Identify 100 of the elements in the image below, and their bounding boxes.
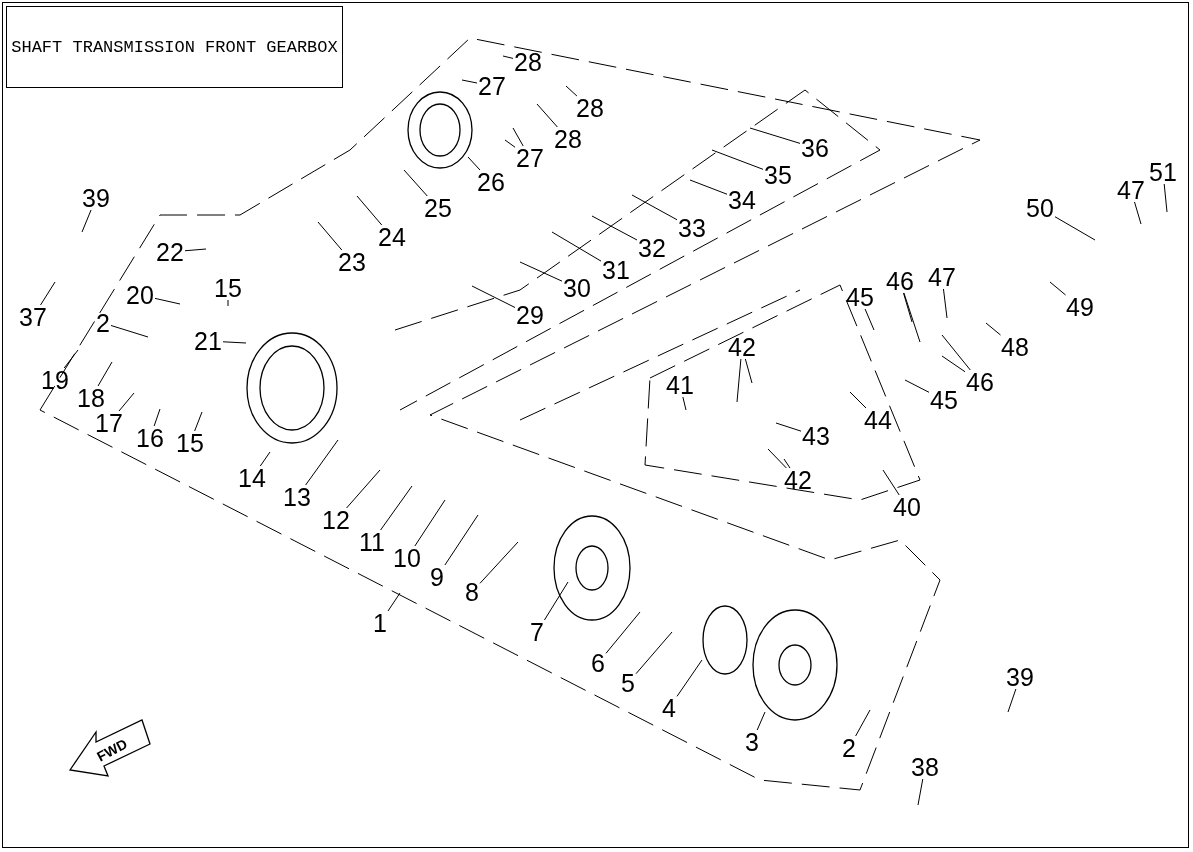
callout-number: 45 — [930, 387, 958, 413]
leader-line — [904, 379, 930, 393]
callout-number: 27 — [516, 145, 544, 171]
leader-line — [403, 169, 428, 197]
callout-number: 39 — [1006, 664, 1034, 690]
callout-number: 10 — [393, 545, 421, 571]
leader-line — [380, 485, 413, 531]
callout-number: 30 — [563, 275, 591, 301]
callout-number: 42 — [784, 467, 812, 493]
callout-number: 46 — [886, 268, 914, 294]
leader-line — [1134, 201, 1142, 225]
callout-number: 1 — [373, 610, 387, 636]
leader-line — [184, 248, 207, 252]
leader-line — [154, 297, 181, 305]
leader-line — [519, 261, 563, 282]
callout-number: 40 — [893, 494, 921, 520]
callout-number: 47 — [928, 264, 956, 290]
callout-number: 28 — [514, 49, 542, 75]
callout-number: 43 — [802, 423, 830, 449]
callout-number: 36 — [801, 135, 829, 161]
leader-line — [63, 349, 79, 369]
callout-number: 5 — [621, 670, 635, 696]
leader-line — [414, 499, 446, 547]
leader-line — [635, 631, 673, 675]
callout-number: 21 — [194, 328, 222, 354]
leader-line — [471, 285, 516, 308]
leader-line — [461, 79, 478, 84]
leader-line — [783, 458, 791, 469]
leader-line — [110, 325, 149, 338]
leader-line — [1007, 688, 1017, 713]
callout-number: 37 — [19, 304, 47, 330]
leader-line — [864, 308, 875, 331]
leader-line — [543, 581, 569, 621]
callout-number: 15 — [176, 430, 204, 456]
leader-line — [631, 194, 678, 221]
callout-number: 44 — [864, 407, 892, 433]
leader-line — [479, 541, 519, 584]
leader-line — [40, 281, 56, 306]
leader-line — [467, 156, 481, 171]
leader-line — [711, 149, 764, 170]
callout-number: 2 — [842, 735, 856, 761]
callout-number: 4 — [662, 695, 676, 721]
leader-line — [1049, 281, 1067, 296]
leader-line — [917, 778, 924, 806]
leader-line — [356, 195, 383, 226]
leader-line — [941, 334, 971, 371]
callout-number: 22 — [156, 239, 184, 265]
leader-line — [536, 103, 558, 128]
leader-line — [689, 179, 728, 195]
callout-number: 49 — [1066, 294, 1094, 320]
callout-number: 50 — [1026, 195, 1054, 221]
leader-line — [749, 127, 801, 144]
callout-number: 12 — [322, 507, 350, 533]
callout-number: 15 — [214, 275, 242, 301]
diagram-title: SHAFT TRANSMISSION FRONT GEARBOX — [6, 6, 343, 88]
callout-number: 19 — [41, 367, 69, 393]
callout-number: 47 — [1117, 177, 1145, 203]
callout-number: 25 — [424, 195, 452, 221]
leader-line — [775, 422, 802, 432]
callout-number: 6 — [591, 650, 605, 676]
callout-number: 38 — [911, 754, 939, 780]
callout-number: 35 — [764, 162, 792, 188]
callout-number: 46 — [966, 369, 994, 395]
leader-line — [259, 451, 271, 467]
callout-number: 13 — [283, 484, 311, 510]
leader-line — [676, 659, 703, 697]
callout-number: 48 — [1001, 334, 1029, 360]
leader-line — [118, 392, 135, 412]
callout-number: 18 — [77, 385, 105, 411]
leader-line — [81, 209, 92, 233]
callout-number: 45 — [846, 284, 874, 310]
callout-number: 24 — [378, 224, 406, 250]
callout-number: 27 — [478, 73, 506, 99]
callout-number: 8 — [465, 579, 479, 605]
callout-number: 16 — [136, 425, 164, 451]
callout-number: 11 — [359, 529, 385, 555]
leader-line — [756, 711, 766, 731]
leader-line — [153, 408, 161, 427]
callout-number: 20 — [126, 282, 154, 308]
leader-line — [941, 355, 966, 373]
callout-number: 7 — [530, 619, 544, 645]
callout-number: 17 — [95, 410, 123, 436]
callout-number: 14 — [238, 465, 266, 491]
leader-line — [565, 85, 578, 97]
leader-line — [903, 292, 921, 343]
leader-line — [744, 358, 753, 384]
leader-line — [502, 55, 514, 59]
direction-label: FWD — [94, 735, 130, 765]
leader-line — [942, 288, 948, 319]
callout-number: 28 — [554, 126, 582, 152]
callout-number: 23 — [338, 249, 366, 275]
leader-line — [97, 361, 113, 387]
leader-line — [227, 299, 229, 307]
callout-number: 9 — [430, 564, 444, 590]
leader-line — [346, 469, 381, 509]
leader-line — [736, 358, 742, 403]
leader-line — [222, 341, 247, 344]
callout-number: 39 — [82, 185, 110, 211]
leader-line — [849, 391, 867, 409]
callout-number: 26 — [477, 169, 505, 195]
